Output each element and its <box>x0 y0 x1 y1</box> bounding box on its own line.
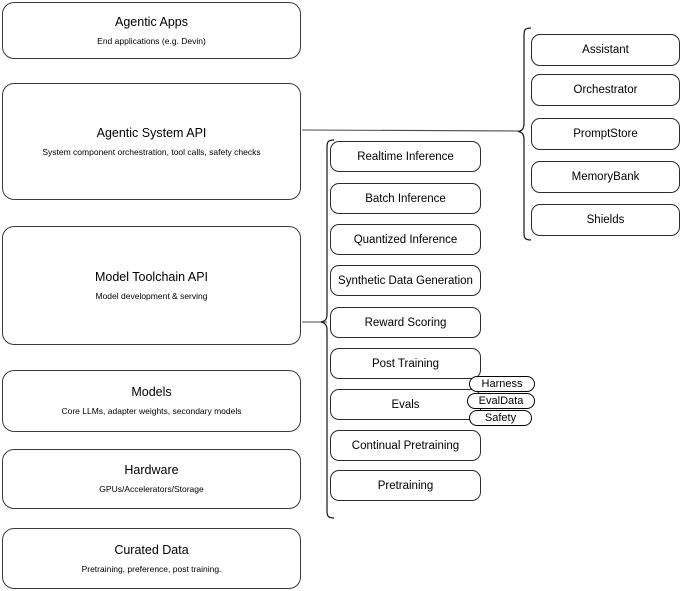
layer-curated-data[interactable]: Curated Data Pretraining, preference, po… <box>2 528 301 589</box>
component-batch-inference[interactable]: Batch Inference <box>330 183 481 214</box>
component-label: Batch Inference <box>365 192 446 205</box>
system-component-label: MemoryBank <box>571 171 640 183</box>
system-component-assistant[interactable]: Assistant <box>531 34 680 66</box>
component-label: Quantized Inference <box>353 233 458 246</box>
layer-subtitle: End applications (e.g. Devin) <box>97 35 206 46</box>
eval-tag-safety[interactable]: Safety <box>469 410 532 426</box>
layer-agentic-apps[interactable]: Agentic Apps End applications (e.g. Devi… <box>2 2 301 59</box>
component-post-training[interactable]: Post Training <box>330 348 481 379</box>
system-component-orchestrator[interactable]: Orchestrator <box>531 74 680 106</box>
component-synthetic-data-generation[interactable]: Synthetic Data Generation <box>330 265 481 296</box>
layer-subtitle: Model development & serving <box>95 290 208 301</box>
component-quantized-inference[interactable]: Quantized Inference <box>330 224 481 255</box>
layer-title: Agentic Apps <box>115 14 188 29</box>
eval-tag-harness[interactable]: Harness <box>469 376 535 392</box>
layer-hardware[interactable]: Hardware GPUs/Accelerators/Storage <box>2 449 301 509</box>
system-component-shields[interactable]: Shields <box>531 204 680 236</box>
layer-title: Hardware <box>124 463 179 478</box>
component-pretraining[interactable]: Pretraining <box>330 470 481 501</box>
system-component-label: Shields <box>586 214 625 226</box>
component-label: Realtime Inference <box>357 150 454 163</box>
component-label: Reward Scoring <box>364 316 447 329</box>
component-label: Post Training <box>371 357 440 370</box>
system-component-label: PromptStore <box>573 128 638 140</box>
component-label: Pretraining <box>377 479 434 492</box>
component-continual-pretraining[interactable]: Continual Pretraining <box>330 430 481 461</box>
system-component-memorybank[interactable]: MemoryBank <box>531 161 680 193</box>
system-component-label: Assistant <box>582 44 629 56</box>
system-component-promptstore[interactable]: PromptStore <box>531 118 680 150</box>
component-label: Synthetic Data Generation <box>338 274 473 287</box>
system-component-label: Orchestrator <box>573 84 638 96</box>
layer-model-toolchain-api[interactable]: Model Toolchain API Model development & … <box>2 226 301 345</box>
eval-tag-label: Harness <box>481 378 523 390</box>
component-realtime-inference[interactable]: Realtime Inference <box>330 141 481 172</box>
eval-tag-label: EvalData <box>478 395 524 407</box>
layer-title: Agentic System API <box>96 125 207 140</box>
layer-title: Models <box>131 385 172 400</box>
layer-title: Curated Data <box>114 542 189 557</box>
component-label: Continual Pretraining <box>351 439 460 452</box>
layer-title: Model Toolchain API <box>94 269 209 284</box>
component-evals[interactable]: Evals <box>330 389 481 420</box>
layer-subtitle: Pretraining, preference, post training. <box>81 563 222 574</box>
layer-subtitle: Core LLMs, adapter weights, secondary mo… <box>61 406 242 416</box>
layer-models[interactable]: Models Core LLMs, adapter weights, secon… <box>2 370 301 432</box>
layer-subtitle: GPUs/Accelerators/Storage <box>99 484 204 494</box>
component-reward-scoring[interactable]: Reward Scoring <box>330 307 481 338</box>
layer-subtitle: System component orchestration, tool cal… <box>42 146 261 157</box>
brace-system-components <box>517 27 532 241</box>
brace-toolchain-components <box>320 139 335 519</box>
layer-agentic-system-api[interactable]: Agentic System API System component orch… <box>2 83 301 200</box>
eval-tag-label: Safety <box>484 412 517 424</box>
component-label: Evals <box>391 398 420 411</box>
connector-system-api-to-components <box>301 129 522 132</box>
eval-tag-evaldata[interactable]: EvalData <box>467 393 535 409</box>
